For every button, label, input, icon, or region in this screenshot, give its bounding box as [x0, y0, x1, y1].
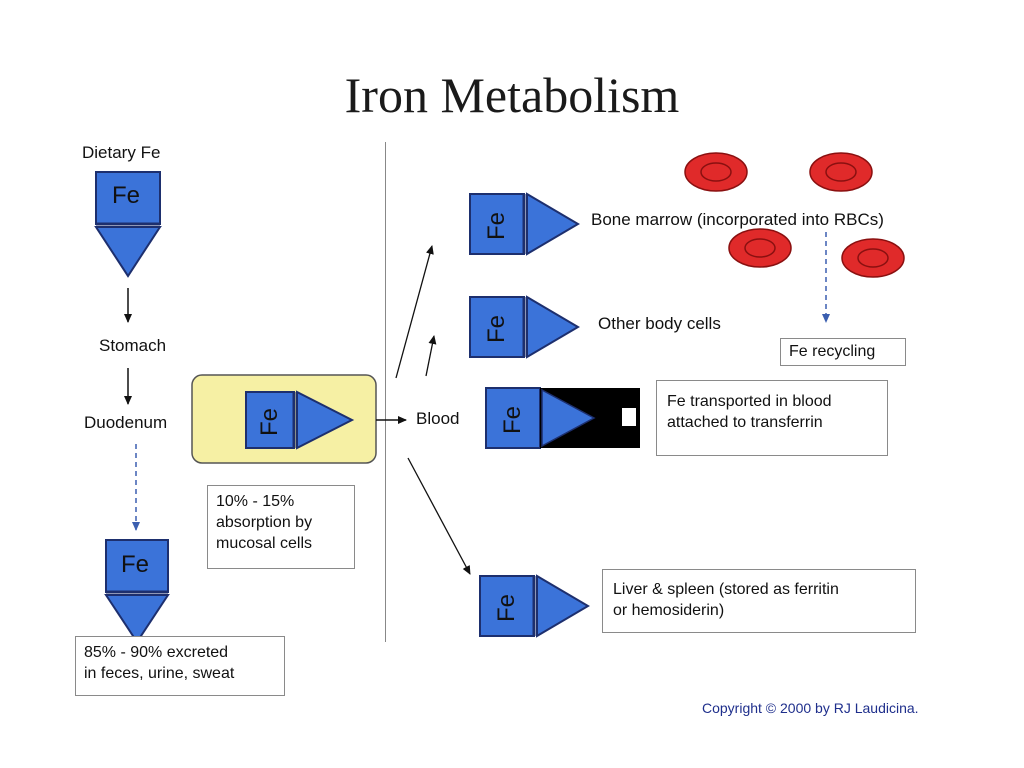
other-cells-fe-shape	[469, 295, 580, 359]
copyright-text: Copyright © 2000 by RJ Laudicina.	[702, 700, 919, 716]
dietary-fe-label: Dietary Fe	[82, 143, 161, 162]
absorption-line-2: absorption by	[216, 514, 313, 531]
dietary-fe-shape	[94, 171, 162, 278]
liver-fe-shape	[479, 574, 590, 638]
fe-label-bone-marrow: Fe	[483, 211, 510, 240]
transferrin-line-2: attached to transferrin	[667, 414, 823, 431]
bone-marrow-fe-shape	[469, 192, 580, 256]
fe-label-transferrin: Fe	[499, 405, 526, 434]
excreted-line-2: in feces, urine, sweat	[84, 665, 235, 682]
page-title: Iron Metabolism	[344, 67, 680, 123]
red-blood-cells	[684, 152, 905, 278]
transferrin-line-1: Fe transported in blood	[667, 393, 832, 410]
absorption-box: 10% - 15% absorption by mucosal cells	[207, 485, 355, 569]
arrow-to-other-cells	[425, 335, 437, 377]
rbc-4	[841, 238, 905, 278]
excreted-line-1: 85% - 90% excreted	[84, 644, 229, 661]
stomach-label: Stomach	[99, 336, 167, 355]
arrow-to-bone-marrow	[395, 245, 434, 379]
divider-line	[385, 142, 386, 642]
fe-label-liver: Fe	[493, 593, 520, 622]
fe-label-dietary: Fe	[112, 182, 141, 209]
bone-marrow-label: Bone marrow (incorporated into RBCs)	[591, 210, 884, 229]
fe-label-other-cells: Fe	[483, 314, 510, 343]
fe-label-excreted: Fe	[121, 551, 150, 578]
transferrin-box: Fe transported in blood attached to tran…	[656, 380, 888, 456]
liver-spleen-box: Liver & spleen (stored as ferritin or he…	[602, 569, 916, 633]
transferrin-fe-shape	[485, 387, 640, 449]
liver-line-2: or hemosiderin)	[613, 602, 725, 619]
rbc-1	[684, 152, 748, 192]
absorption-line-1: 10% - 15%	[216, 493, 295, 510]
rbc-3	[728, 228, 792, 268]
fe-label-mucosal: Fe	[256, 407, 283, 436]
duodenum-label: Duodenum	[84, 413, 168, 432]
mucosal-fe-shape	[245, 390, 355, 450]
fe-recycling-text: Fe recycling	[789, 343, 876, 360]
excreted-box: 85% - 90% excreted in feces, urine, swea…	[75, 636, 285, 696]
fe-recycling-box: Fe recycling	[780, 338, 906, 366]
other-body-cells-label: Other body cells	[598, 314, 721, 333]
absorption-line-3: mucosal cells	[216, 535, 313, 552]
rbc-2	[809, 152, 873, 192]
blood-label: Blood	[416, 409, 460, 428]
liver-line-1: Liver & spleen (stored as ferritin	[613, 581, 839, 598]
excreted-fe-shape	[104, 539, 170, 644]
arrow-to-liver	[407, 457, 471, 575]
